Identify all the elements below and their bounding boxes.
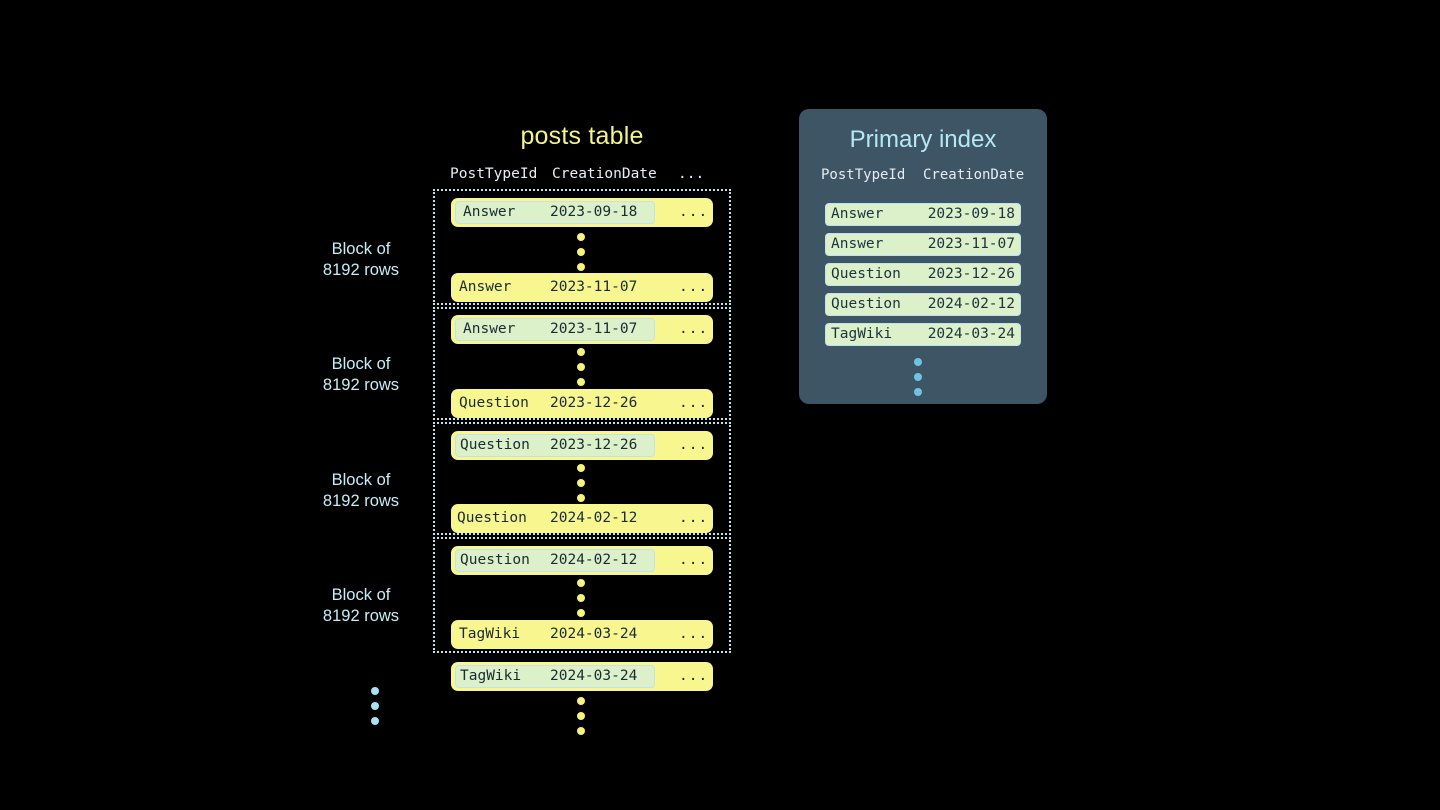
index-row-creationdate: 2023-11-07: [927, 236, 1015, 252]
index-row[interactable]: Answer 2023-09-18: [825, 203, 1021, 226]
row-posttypeid: TagWiki: [460, 668, 522, 684]
primary-index-column-header: PostTypeId CreationDate: [799, 167, 1047, 187]
column-header-creationdate: CreationDate: [552, 166, 657, 182]
block-label-2-line2: 8192 rows: [322, 376, 400, 394]
row-creationdate: 2023-12-26: [550, 437, 638, 453]
row-ellipsis: ...: [679, 204, 709, 220]
index-row-creationdate: 2024-02-12: [927, 296, 1015, 312]
table-row[interactable]: TagWiki 2024-03-24 ...: [451, 662, 713, 691]
row-posttypeid: TagWiki: [459, 626, 521, 642]
row-creationdate: 2023-11-07: [550, 321, 638, 337]
row-creationdate: 2024-03-24: [550, 626, 638, 642]
posts-table-column-header: PostTypeId CreationDate ...: [433, 166, 731, 186]
table-continuation-dots: [577, 697, 586, 735]
table-row[interactable]: Question 2024-02-12 ...: [451, 504, 713, 533]
row-highlight-chip: [455, 434, 655, 457]
index-row-posttypeid: Answer: [831, 206, 884, 222]
row-posttypeid: Question: [460, 552, 530, 568]
row-creationdate: 2023-09-18: [550, 204, 638, 220]
row-gap-dots: [577, 233, 586, 271]
block-label-4-line1: Block of: [331, 586, 391, 604]
row-posttypeid: Question: [457, 510, 527, 526]
row-ellipsis: ...: [679, 437, 709, 453]
primary-index-panel: Primary index PostTypeId CreationDate An…: [799, 109, 1047, 404]
row-creationdate: 2023-11-07: [550, 279, 638, 295]
index-row[interactable]: Question 2023-12-26: [825, 263, 1021, 286]
index-row[interactable]: Answer 2023-11-07: [825, 233, 1021, 256]
block-boundary-1: [433, 189, 731, 305]
column-header-ellipsis: ...: [678, 166, 705, 182]
row-highlight-chip: [455, 201, 655, 224]
row-gap-dots: [577, 464, 586, 502]
block-label-3-line2: 8192 rows: [322, 492, 400, 510]
index-column-header-creationdate: CreationDate: [923, 167, 1025, 183]
row-ellipsis: ...: [679, 552, 709, 568]
index-continuation-dots: [914, 358, 922, 396]
table-row[interactable]: Question 2023-12-26 ...: [451, 389, 713, 418]
index-row-creationdate: 2023-09-18: [927, 206, 1015, 222]
row-creationdate: 2024-02-12: [550, 552, 638, 568]
index-row-posttypeid: TagWiki: [831, 326, 893, 342]
row-posttypeid: Answer: [463, 321, 516, 337]
row-creationdate: 2023-12-26: [550, 395, 638, 411]
index-column-header-posttypeid: PostTypeId: [821, 167, 906, 183]
index-row[interactable]: Question 2024-02-12: [825, 293, 1021, 316]
row-ellipsis: ...: [679, 395, 709, 411]
row-ellipsis: ...: [679, 279, 709, 295]
row-posttypeid: Answer: [463, 204, 516, 220]
table-row[interactable]: Answer 2023-11-07 ...: [451, 273, 713, 302]
block-label-3-line1: Block of: [331, 471, 391, 489]
block-label-1-line2: 8192 rows: [322, 261, 400, 279]
row-ellipsis: ...: [679, 668, 709, 684]
block-label-1-line1: Block of: [331, 240, 391, 258]
table-row[interactable]: Question 2023-12-26 ...: [451, 431, 713, 460]
row-creationdate: 2024-03-24: [550, 668, 638, 684]
row-ellipsis: ...: [679, 626, 709, 642]
block-boundary-2: [433, 307, 731, 420]
row-gap-dots: [577, 348, 586, 386]
block-label-3: Block of 8192 rows: [300, 470, 422, 512]
row-gap-dots: [577, 579, 586, 617]
row-posttypeid: Question: [459, 395, 529, 411]
primary-index-title: Primary index: [849, 126, 997, 153]
index-row-creationdate: 2023-12-26: [927, 266, 1015, 282]
column-header-posttypeid: PostTypeId: [450, 166, 538, 182]
block-continuation-dots: [371, 687, 380, 725]
table-row[interactable]: Answer 2023-09-18 ...: [451, 198, 713, 227]
index-row-posttypeid: Question: [831, 296, 901, 312]
index-row-posttypeid: Question: [831, 266, 901, 282]
block-label-1: Block of 8192 rows: [300, 239, 422, 281]
table-row[interactable]: Answer 2023-11-07 ...: [451, 315, 713, 344]
row-posttypeid: Question: [460, 437, 530, 453]
table-row[interactable]: Question 2024-02-12 ...: [451, 546, 713, 575]
row-highlight-chip: [455, 318, 655, 341]
block-boundary-3: [433, 422, 731, 535]
block-label-2: Block of 8192 rows: [300, 354, 422, 396]
row-highlight-chip: [455, 549, 655, 572]
block-label-4: Block of 8192 rows: [300, 585, 422, 627]
index-row-posttypeid: Answer: [831, 236, 884, 252]
table-row[interactable]: TagWiki 2024-03-24 ...: [451, 620, 713, 649]
row-ellipsis: ...: [679, 321, 709, 337]
index-row[interactable]: TagWiki 2024-03-24: [825, 323, 1021, 346]
posts-table-title: posts table: [520, 122, 644, 150]
index-row-creationdate: 2024-03-24: [927, 326, 1015, 342]
row-posttypeid: Answer: [459, 279, 512, 295]
row-highlight-chip: [455, 665, 655, 688]
block-label-2-line1: Block of: [331, 355, 391, 373]
block-label-4-line2: 8192 rows: [322, 607, 400, 625]
block-boundary-4: [433, 537, 731, 653]
row-ellipsis: ...: [679, 510, 709, 526]
row-creationdate: 2024-02-12: [550, 510, 638, 526]
